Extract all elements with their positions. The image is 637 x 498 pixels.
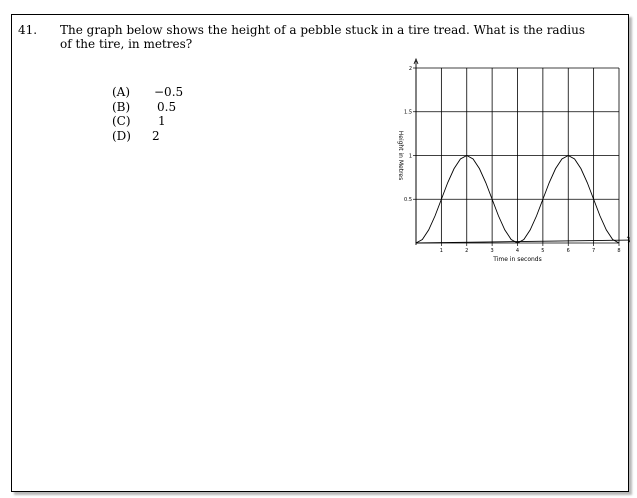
option-letter: (A): [112, 85, 131, 99]
x-tick-label: 3: [491, 248, 494, 254]
x-axis-arrow: [626, 236, 630, 244]
tick-layer: 1 2 3 4 5 6 7 8 0.5 1 1.5 2: [404, 66, 621, 254]
option-letter: (C): [112, 114, 131, 128]
question-text: The graph below shows the height of a pe…: [60, 23, 585, 51]
option-value: −0.5: [154, 85, 184, 99]
option-letter: (D): [112, 128, 131, 143]
y-tick-label: 1: [409, 153, 412, 159]
x-tick-label: 8: [617, 248, 620, 254]
option-value: 1: [158, 114, 166, 128]
y-tick-label: 1.5: [404, 110, 412, 116]
x-tick-label: 1: [440, 248, 443, 254]
y-axis-arrow: [413, 57, 419, 65]
option-letter: (B): [112, 99, 131, 114]
question-number: 41.: [18, 23, 38, 37]
y-tick-label: 0.5: [404, 197, 412, 203]
option-a[interactable]: (A) −0.5: [112, 85, 183, 100]
option-c[interactable]: (C) 1: [112, 114, 183, 129]
x-tick-label: 4: [516, 248, 519, 254]
answer-options: (A) −0.5 (B) 0.5 (C) 1 (D) 2: [112, 85, 183, 143]
x-tick-label: 5: [541, 248, 544, 254]
y-tick-label: 2: [409, 66, 412, 72]
option-b[interactable]: (B) 0.5: [112, 100, 183, 115]
grid-layer: [415, 67, 620, 244]
x-axis-line: [415, 239, 630, 244]
option-value: 0.5: [157, 99, 177, 114]
x-axis-title: Time in seconds: [492, 256, 542, 263]
x-tick-label: 2: [465, 248, 468, 254]
option-d[interactable]: (D) 2: [112, 129, 183, 144]
height-time-graph: 1 2 3 4 5 6 7 8 0.5 1 1.5 2 Time in seconds Height …: [370, 53, 630, 283]
question-page: 41. The graph below shows the height of …: [11, 14, 630, 492]
chart-svg: 1 2 3 4 5 6 7 8 0.5 1 1.5 2 Time in seconds Height …: [397, 57, 630, 263]
x-tick-label: 6: [567, 248, 570, 254]
y-axis-title: Height in Metres: [397, 131, 404, 181]
axis-layer: [413, 57, 630, 245]
height-curve: [415, 154, 620, 244]
option-value: 2: [152, 128, 160, 143]
x-tick-label: 7: [592, 248, 595, 254]
